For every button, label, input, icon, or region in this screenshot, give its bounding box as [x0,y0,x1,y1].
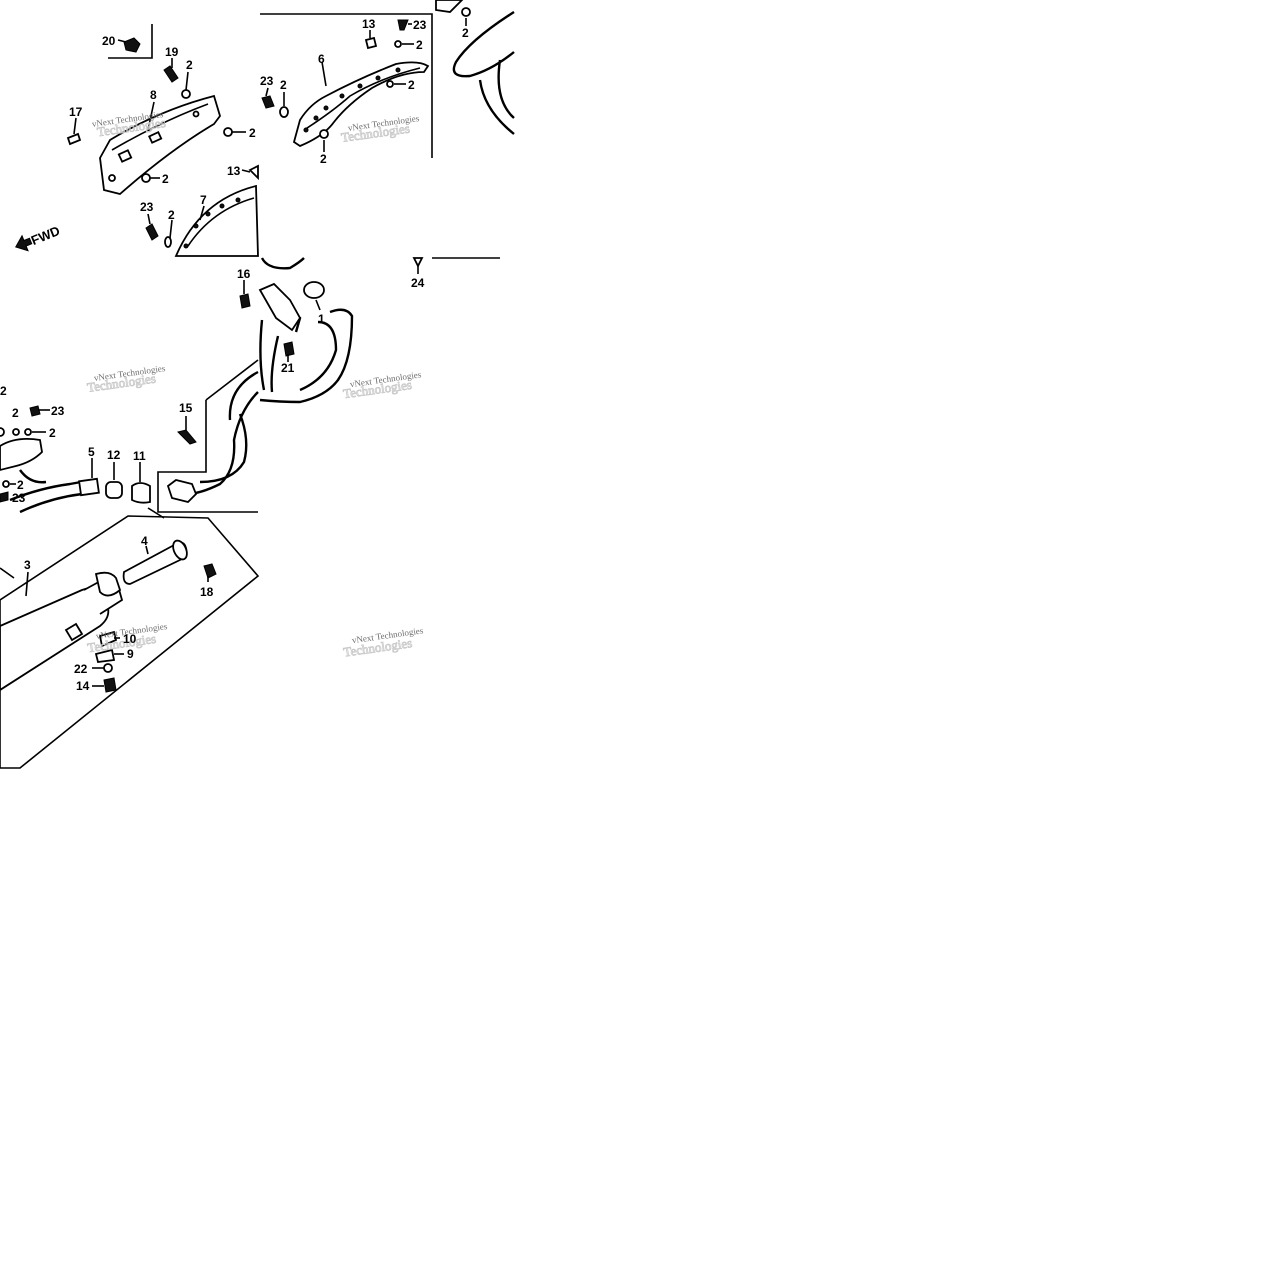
callout-23: 23 [413,18,427,32]
callout-11: 11 [133,449,146,463]
callout-2: 2 [416,38,423,52]
callout-18: 18 [200,585,214,599]
callout-2: 2 [249,126,256,140]
callout-10: 10 [123,632,137,646]
forward-arrow: FWD [15,223,62,252]
callout-15: 15 [179,401,193,415]
muffler-3 [0,567,124,692]
hardware [0,7,471,693]
exhaust-header-pipe [166,257,354,503]
callout-7: 7 [200,193,207,207]
watermark: Technologies vNext Technologies [342,625,424,660]
watermark: Technologies vNext Technologies [342,369,423,401]
callout-2: 2 [0,384,7,398]
callout-23: 23 [51,404,65,418]
callout-labels: 20 19 2 8 17 2 2 13 23 2 7 13 23 2 23 2 … [0,17,469,693]
watermark: Technologies vNext Technologies [86,363,167,395]
callout-19: 19 [165,45,179,59]
callout-2: 2 [320,152,327,166]
callout-2: 2 [186,58,193,72]
fwd-label: FWD [29,223,62,248]
callout-13: 13 [362,17,376,31]
callout-23: 23 [140,200,154,214]
callout-2: 2 [17,478,24,492]
callout-2: 2 [462,26,469,40]
bracket-8 [99,94,221,195]
callout-2: 2 [280,78,287,92]
callout-13: 13 [227,164,241,178]
callout-21: 21 [281,361,295,375]
callout-14: 14 [76,679,90,693]
callout-3: 3 [24,558,31,572]
callout-2: 2 [162,172,169,186]
callout-2: 2 [408,78,415,92]
leader-lines [10,18,467,687]
callout-20: 20 [102,34,116,48]
panel-frames [0,13,500,769]
callout-22: 22 [74,662,88,676]
fwd-arrow-icon [15,234,33,252]
callout-24: 24 [411,276,425,290]
callout-1: 1 [318,312,325,326]
callout-2: 2 [49,426,56,440]
callout-6: 6 [318,52,325,66]
callout-12: 12 [107,448,121,462]
exhaust-pipe-left [0,437,165,519]
callout-23: 23 [12,491,26,505]
callout-8: 8 [150,88,157,102]
tail-pipe-4 [122,539,188,585]
pipe-upper-right [435,0,515,135]
callout-9: 9 [127,647,134,661]
callout-16: 16 [237,267,251,281]
callout-17: 17 [69,105,83,119]
callout-23: 23 [260,74,274,88]
bracket-7 [174,184,259,257]
callout-2: 2 [168,208,175,222]
watermark: Technologies vNext Technologies [340,113,421,145]
bracket-6 [292,61,430,148]
callout-2: 2 [12,406,19,420]
callout-5: 5 [88,445,95,459]
callout-4: 4 [141,534,148,548]
